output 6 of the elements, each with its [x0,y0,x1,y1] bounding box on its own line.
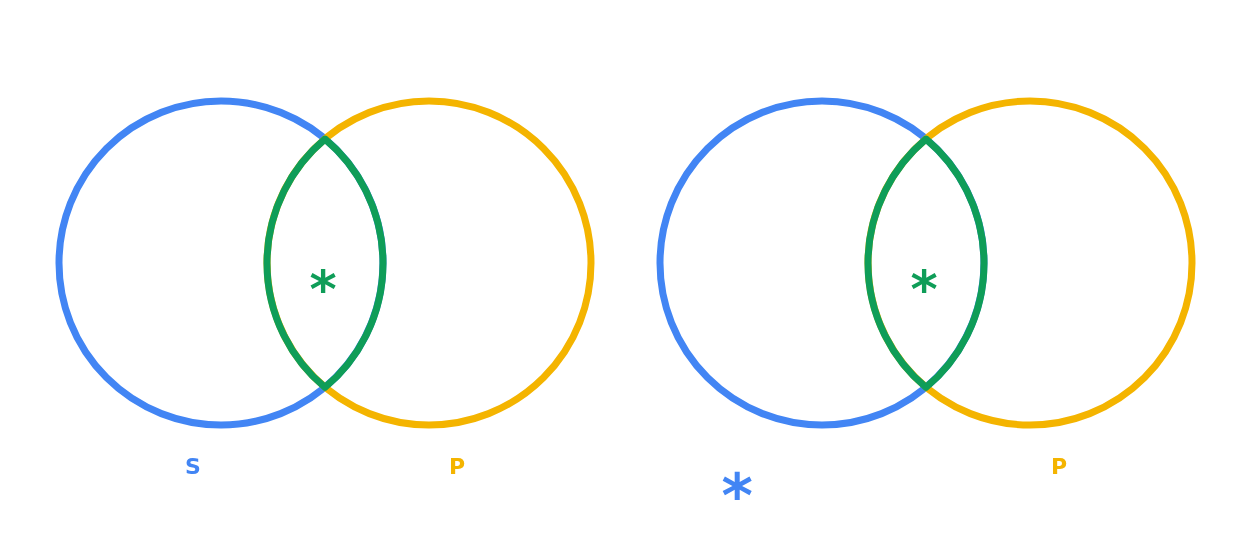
set-label: S [185,456,201,478]
set-label: P [449,456,466,478]
set-label: P [1051,456,1068,478]
intersection-label: * [309,263,337,315]
intersection-label: * [910,263,938,315]
set-label: * [721,466,753,526]
